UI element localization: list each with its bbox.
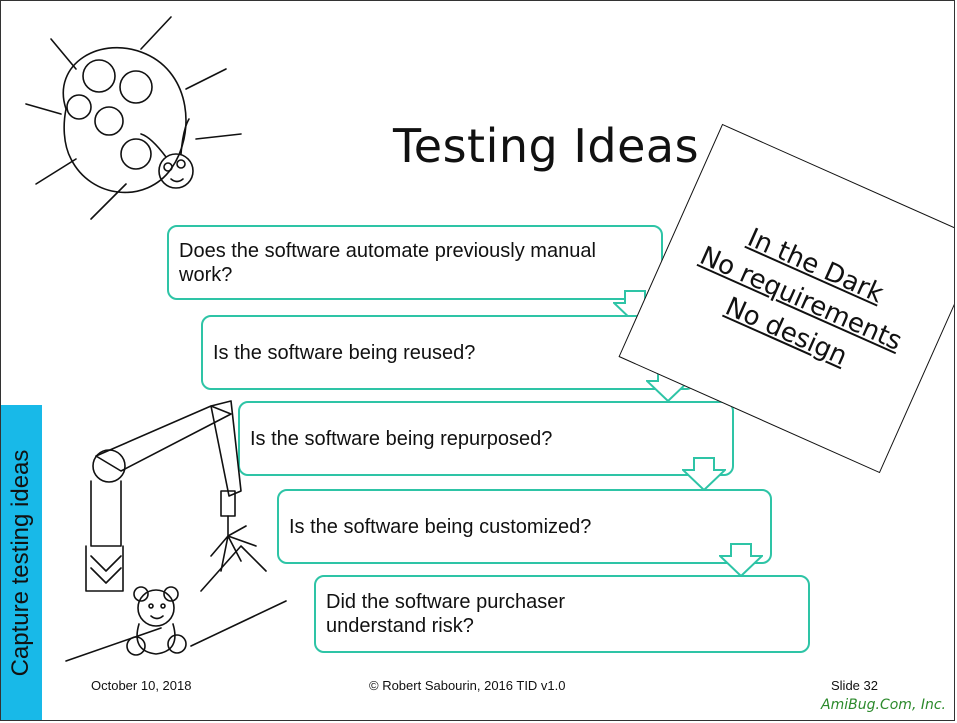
footer-copyright: © Robert Sabourin, 2016 TID v1.0 — [369, 678, 566, 693]
step-text: Did the software purchaser understand ri… — [326, 591, 566, 637]
step-box: Did the software purchaser understand ri… — [314, 575, 810, 653]
step-text: Does the software automate previously ma… — [179, 239, 596, 286]
footer-date: October 10, 2018 — [91, 678, 192, 693]
slide-title: Testing Ideas — [393, 119, 700, 173]
step-box: Does the software automate previously ma… — [167, 225, 663, 300]
down-arrow-icon — [719, 543, 763, 577]
step-text: Is the software being reused? — [213, 341, 476, 364]
step-box: Is the software being customized? — [277, 489, 772, 564]
down-arrow-icon — [682, 457, 726, 491]
ladybug-illustration — [25, 16, 242, 220]
step-text: Is the software being customized? — [289, 515, 592, 538]
footer-slide-number: Slide 32 — [831, 678, 878, 693]
step-text: Is the software being repurposed? — [250, 427, 553, 450]
step-box: Is the software being repurposed? — [238, 401, 734, 476]
robot-arm-illustration — [65, 400, 287, 662]
footer-brand: AmiBug.Com, Inc. — [821, 697, 946, 713]
side-label: Capture testing ideas — [7, 449, 34, 677]
side-label-tab: Capture testing ideas — [1, 405, 42, 720]
step-box: Is the software being reused? — [201, 315, 696, 390]
